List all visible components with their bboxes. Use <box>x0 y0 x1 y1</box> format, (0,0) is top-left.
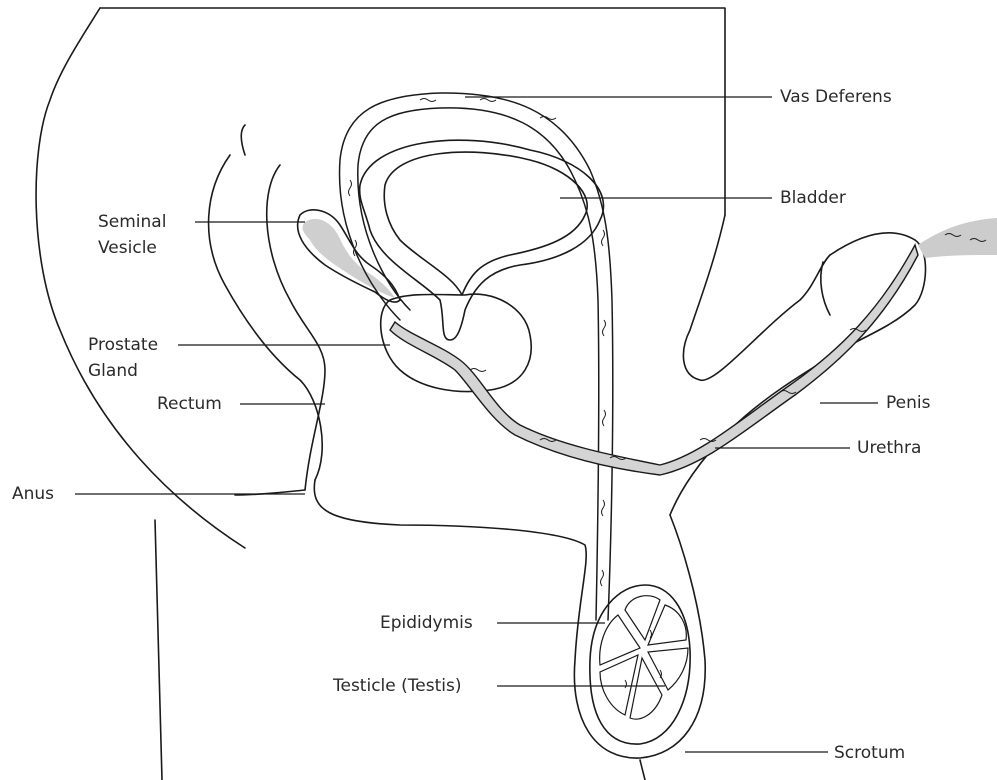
bladder-inner <box>384 152 587 295</box>
label-prostate-line1: Prostate <box>88 332 158 358</box>
rectum-outer <box>209 155 323 480</box>
body-outline-back <box>36 8 245 548</box>
label-seminal-vesicle-line2: Vesicle <box>98 235 157 261</box>
label-testicle: Testicle (Testis) <box>333 673 461 699</box>
label-scrotum: Scrotum <box>834 740 905 766</box>
rectum-canal-1 <box>241 125 245 155</box>
label-prostate-line2: Gland <box>88 358 138 384</box>
label-anus: Anus <box>12 481 54 507</box>
body-outline-top <box>100 8 725 215</box>
ejaculate-stream <box>918 218 997 258</box>
leader-lines <box>75 97 878 752</box>
thigh-outline-left <box>155 520 162 780</box>
label-seminal-vesicle-line1: Seminal <box>98 209 166 235</box>
thigh-outline-right <box>640 760 645 780</box>
label-penis: Penis <box>886 390 930 416</box>
label-vas-deferens: Vas Deferens <box>780 84 892 110</box>
label-urethra: Urethra <box>857 435 921 461</box>
label-rectum: Rectum <box>157 391 222 417</box>
penis-shaft-top <box>830 233 915 255</box>
bladder-outer <box>360 140 604 340</box>
abdomen-outline <box>683 215 830 380</box>
penis-tip-line <box>821 262 830 315</box>
rectum-inner <box>267 165 325 490</box>
scrotum-inner <box>590 585 690 744</box>
label-epididymis: Epididymis <box>380 610 473 636</box>
prostate-gland <box>381 294 532 392</box>
label-bladder: Bladder <box>780 185 846 211</box>
testis-lobule-3 <box>648 648 688 690</box>
